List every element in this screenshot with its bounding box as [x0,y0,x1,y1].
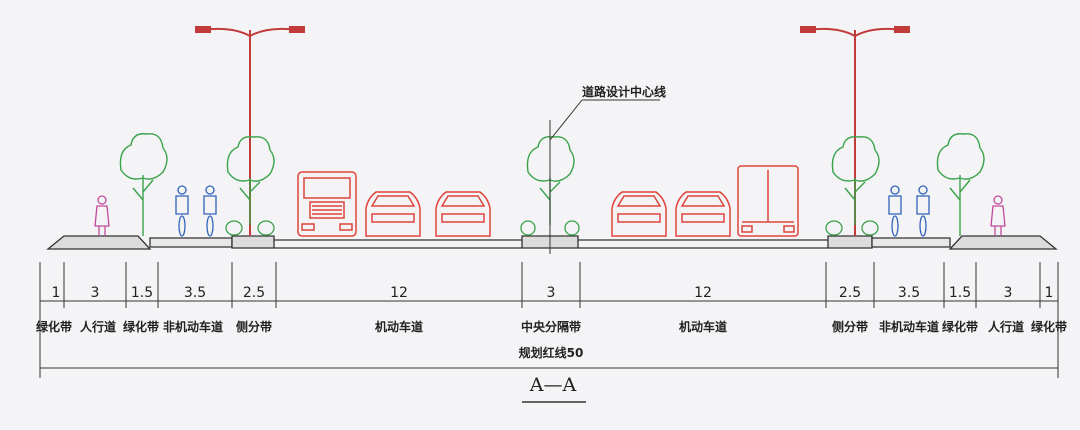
pedestrian-icon [94,195,110,236]
lane-label: 人行道 [988,319,1024,334]
tree-icon [831,136,880,225]
car-front-icon [365,191,421,237]
lane-label: 非机动车道 [879,319,939,334]
lane-label: 非机动车道 [163,319,223,334]
section-title: A—A [529,374,577,396]
dimension-value: 2.5 [839,285,861,301]
truck-front-icon [297,171,357,237]
dimension-value: 1 [1045,285,1054,301]
dimension-value: 3.5 [184,285,206,301]
cyclist-icon [916,185,930,237]
tree-icon [119,133,168,236]
lane-label: 人行道 [80,319,116,334]
red-line-width-label: 规划红线50 [519,345,584,360]
lane-label: 机动车道 [375,319,423,334]
lane-label: 侧分带 [236,319,272,334]
truck-rear-icon [737,165,799,237]
lane-label: 机动车道 [679,319,727,334]
cyclist-icon [203,185,217,237]
dimension-value: 12 [390,285,408,301]
dimension-value: 1 [52,285,61,301]
dimension-value: 3.5 [898,285,920,301]
pedestrian-icon [990,195,1006,236]
lane-label: 绿化带 [942,319,978,334]
lane-label: 绿化带 [36,319,72,334]
tree-icon [226,136,275,225]
dimension-value: 1.5 [131,285,153,301]
dimension-value: 3 [547,285,556,301]
dimension-value: 1.5 [949,285,971,301]
dimension-value: 12 [694,285,712,301]
dimension-value: 3 [1004,285,1013,301]
cyclist-icon [175,185,189,237]
tree-icon [526,136,575,225]
car-front-icon [675,191,731,237]
car-front-icon [435,191,491,237]
centerline-label: 道路设计中心线 [582,84,666,99]
cyclist-icon [888,185,902,237]
dimension-values: 1 3 1.5 3.5 2.5 12 3 12 2.5 3.5 1.5 3 1 [52,285,1054,301]
tree-icon [936,133,985,236]
dimension-value: 2.5 [243,285,265,301]
car-front-icon [611,191,667,237]
lane-label: 绿化带 [1031,319,1067,334]
dimension-value: 3 [91,285,100,301]
road-profile [46,235,1058,250]
lane-label: 侧分带 [832,319,868,334]
design-centerline [549,99,660,254]
dimension-ticks [39,262,1059,378]
lane-label: 中央分隔带 [521,319,581,334]
lane-label: 绿化带 [123,319,159,334]
shrubs [225,220,879,236]
lane-labels: 绿化带 人行道 绿化带 非机动车道 侧分带 机动车道 中央分隔带 机动车道 侧分… [36,319,1067,334]
